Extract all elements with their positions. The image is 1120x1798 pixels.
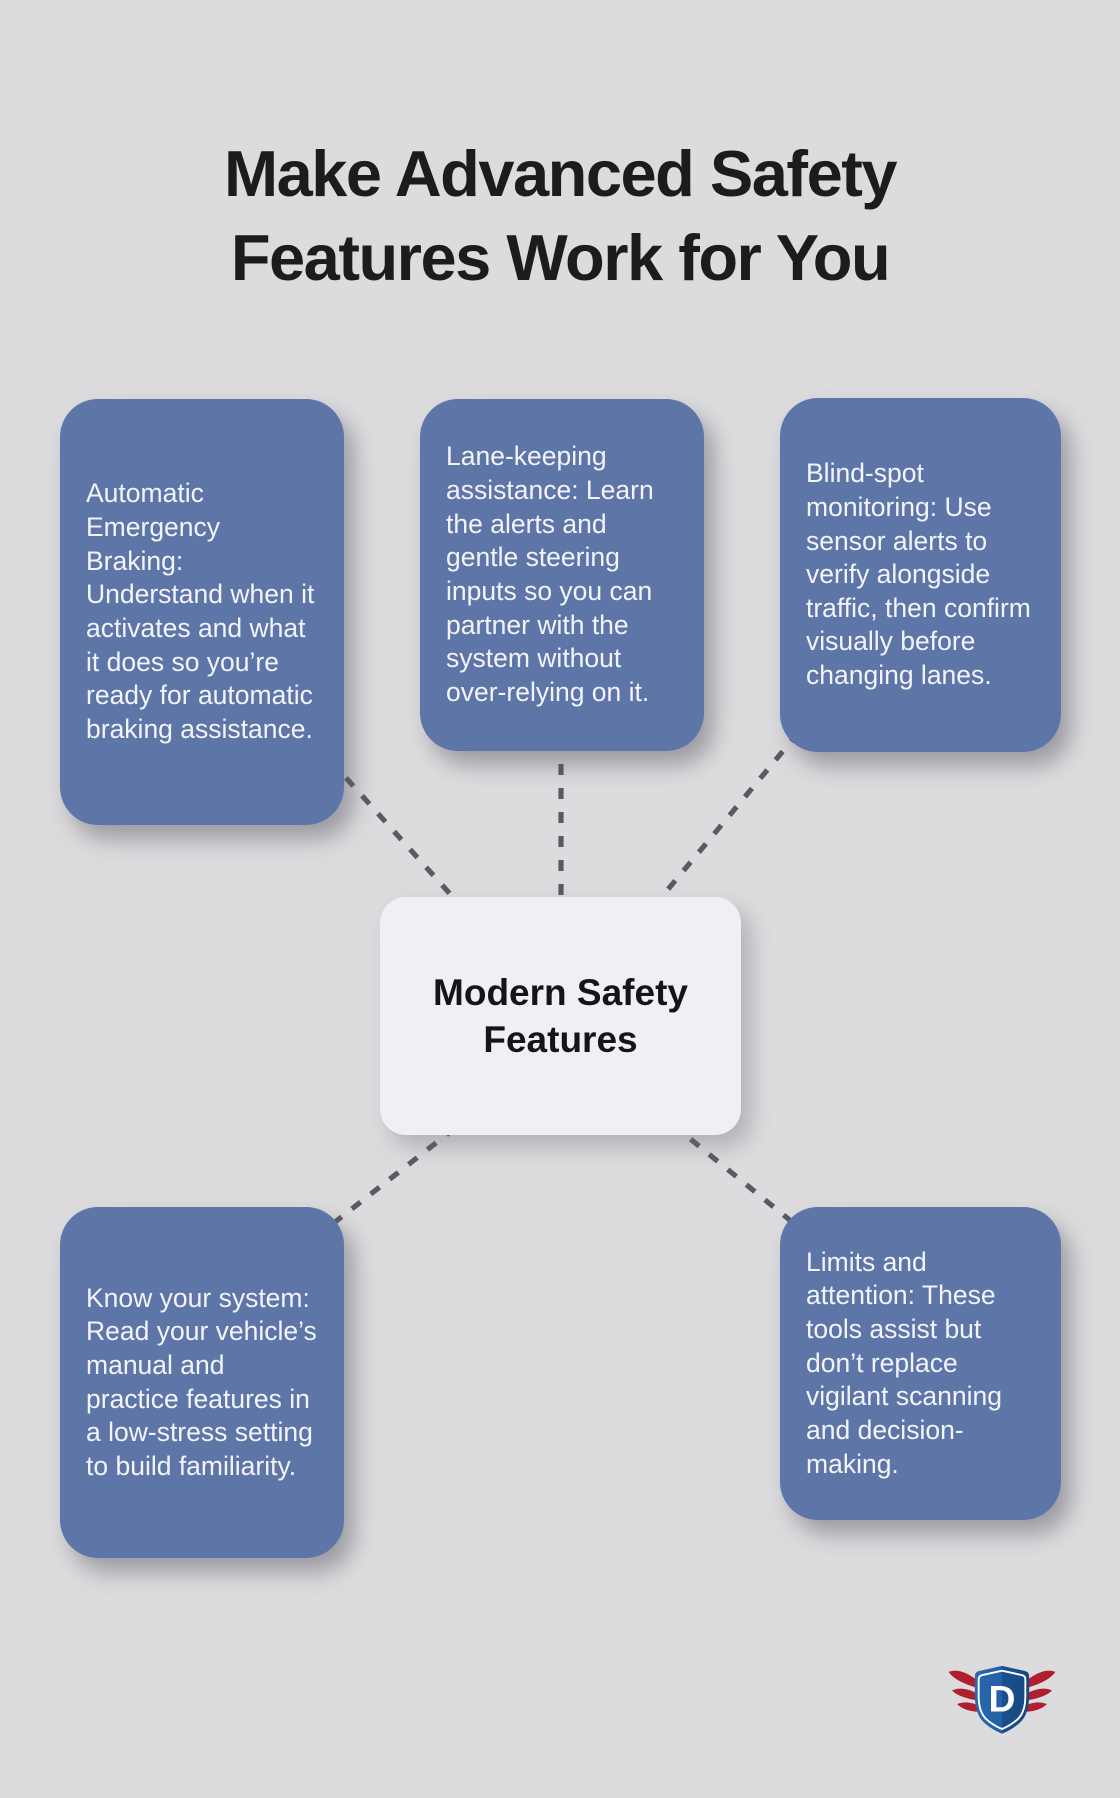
center-node-modern-safety-features: Modern Safety Features [380,897,741,1135]
logo-left-wing-icon [948,1670,980,1712]
node-automatic-emergency-braking: Automatic Emergency Braking: Understand … [60,399,344,825]
connector-line-top-left [328,758,462,907]
page-title-line-2: Features Work for You [230,221,891,295]
node-lane-keeping-assistance-text: Lane-keeping assistance: Learn the alert… [446,441,654,707]
center-node-label: Modern Safety Features [433,971,688,1060]
node-blind-spot-monitoring: Blind-spot monitoring: Use sensor alerts… [780,398,1061,752]
node-blind-spot-monitoring-text: Blind-spot monitoring: Use sensor alerts… [806,458,1031,691]
node-automatic-emergency-braking-text: Automatic Emergency Braking: Understand … [86,478,315,744]
connector-line-top-right [653,731,800,907]
logo-right-wing-icon [1024,1670,1056,1712]
node-know-your-system-text: Know your system: Read your vehicle’s ma… [86,1282,317,1481]
connector-line-bottom-right [670,1121,799,1229]
logo-letter: D [989,1678,1016,1720]
connector-line-bottom-left [328,1125,457,1229]
page-title: Make Advanced Safety Features Work for Y… [0,132,1120,301]
page-title-line-1: Make Advanced Safety [223,136,898,210]
node-know-your-system: Know your system: Read your vehicle’s ma… [60,1207,344,1558]
logo-shield-icon: D [974,1665,1030,1734]
node-limits-and-attention-text: Limits and attention: These tools assist… [806,1246,1002,1479]
node-limits-and-attention: Limits and attention: These tools assist… [780,1207,1061,1520]
shield-wings-logo: D [948,1665,1056,1734]
node-lane-keeping-assistance: Lane-keeping assistance: Learn the alert… [420,399,704,751]
